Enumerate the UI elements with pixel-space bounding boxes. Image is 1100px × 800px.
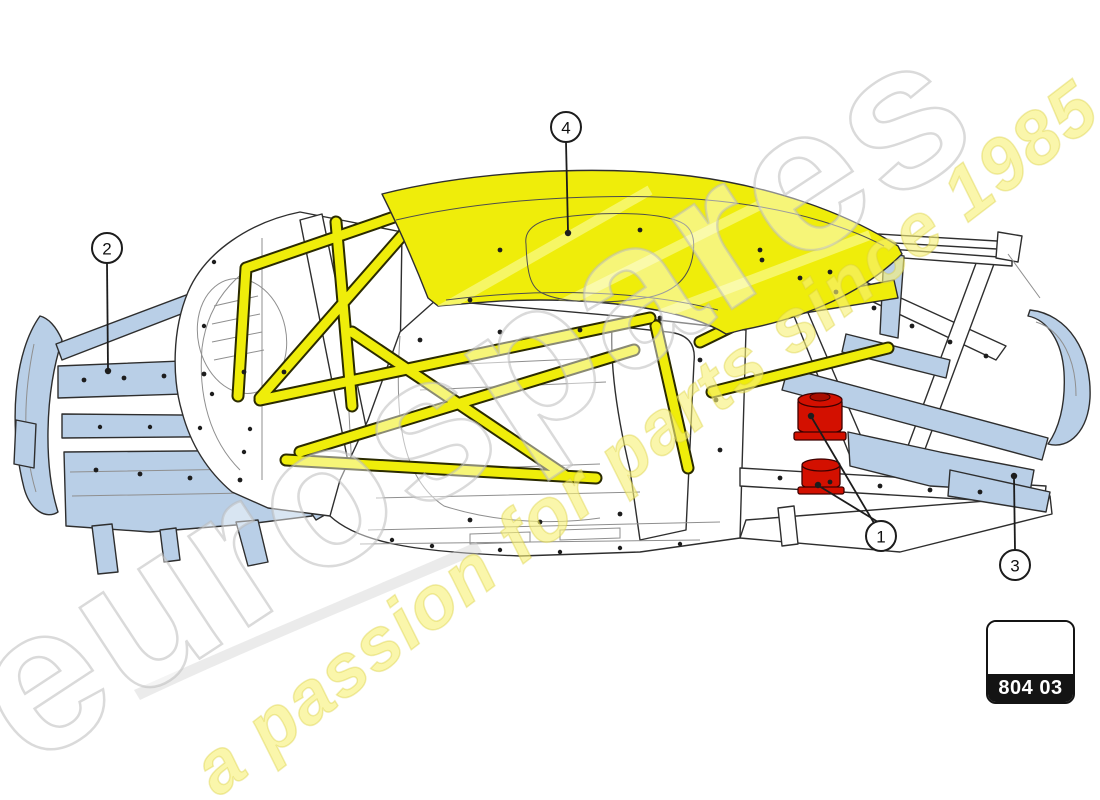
- roof-panel: [381, 169, 903, 335]
- callouts: 4 2 1 3: [91, 111, 1031, 581]
- part-number-band: 804 03: [988, 674, 1073, 702]
- watermark-swoosh: [134, 542, 482, 700]
- bolt-dots: [81, 227, 989, 555]
- callout-3[interactable]: 3: [999, 472, 1031, 581]
- engine-mounts: [793, 392, 847, 495]
- front-bumper-beam: [14, 315, 63, 516]
- chassis-diagram: [13, 169, 1091, 575]
- engine-mount-upper: [793, 392, 847, 441]
- callout-1-number: 1: [876, 528, 885, 547]
- callout-4[interactable]: 4: [550, 111, 582, 237]
- callout-2[interactable]: 2: [91, 232, 123, 375]
- part-number-box-blank: [988, 622, 1073, 674]
- rear-bumper-beam: [1027, 309, 1091, 446]
- engine-mount-lower: [797, 458, 845, 495]
- part-number-label: 804 03: [998, 677, 1063, 699]
- rear-rail: [781, 367, 1049, 461]
- callout-2-number: 2: [102, 240, 111, 259]
- part-number-box: 804 03: [986, 620, 1075, 704]
- callout-4-number: 4: [561, 119, 570, 138]
- callout-1[interactable]: 1: [807, 412, 897, 552]
- roof-window-cutout: [525, 213, 695, 303]
- rear-frame-blue: [781, 251, 1091, 513]
- callout-3-number: 3: [1010, 557, 1019, 576]
